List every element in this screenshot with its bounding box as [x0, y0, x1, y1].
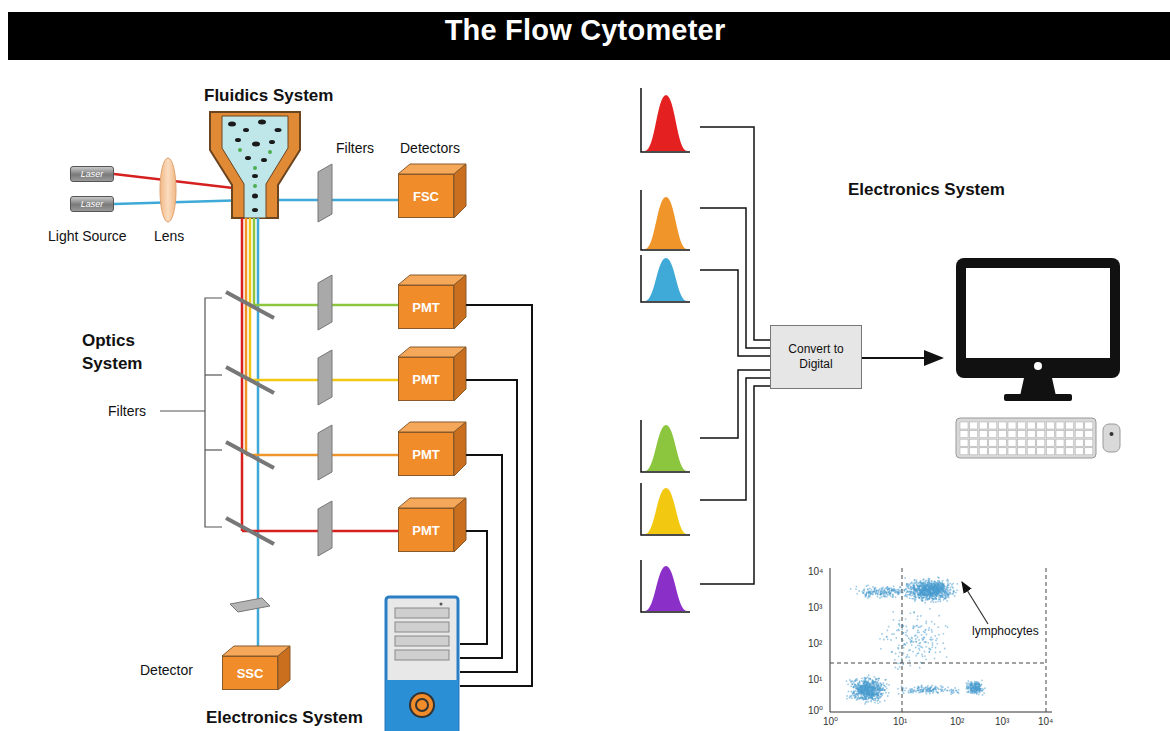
part-label: Lens: [154, 228, 184, 244]
part-label: Filters: [108, 403, 146, 419]
part-label: Optics System: [82, 330, 168, 376]
axis-tick: 10⁰: [823, 716, 838, 727]
flow-cell: [210, 112, 300, 218]
detector-box: SSC: [222, 656, 278, 690]
node-text: PMT: [412, 523, 439, 538]
axis-tick: 10²: [950, 716, 964, 727]
title: The Flow Cytometer: [0, 14, 1170, 47]
filter: [318, 164, 332, 222]
part-label: Detector: [140, 662, 193, 678]
axis-tick: 10³: [995, 716, 1009, 727]
keyboard: [956, 418, 1120, 458]
axis-tick: 10¹: [808, 674, 822, 685]
laser: Laser: [70, 196, 114, 212]
node-text: PMT: [412, 300, 439, 315]
process-box: Convert to Digital: [770, 325, 862, 389]
node-text: PMT: [412, 372, 439, 387]
filter: [318, 275, 332, 556]
cells: [228, 120, 282, 213]
axis-tick: 10⁴: [1038, 716, 1053, 727]
bracket: [160, 298, 222, 527]
sheath-fluid: [222, 116, 288, 218]
detector-cube-faces: [222, 164, 466, 690]
computer-tower: [386, 597, 458, 731]
signal-peaks: [641, 88, 690, 612]
part-label: Filters: [336, 140, 374, 156]
scatter-plot: [830, 568, 1052, 712]
detector-box: FSC: [398, 174, 454, 218]
node-text: SSC: [237, 666, 264, 681]
part-label: lymphocytes: [972, 624, 1039, 638]
lens: [160, 158, 176, 222]
node-text: PMT: [412, 447, 439, 462]
peak-wire: [700, 127, 770, 584]
detector-box: PMT: [398, 285, 454, 329]
mirror: [230, 598, 270, 612]
part-label: Light Source: [48, 228, 127, 244]
monitor: [956, 258, 1120, 401]
part-label: Electronics System: [206, 708, 363, 728]
axis-tick: 10²: [808, 638, 822, 649]
node-text: FSC: [413, 189, 439, 204]
node-text: Convert to Digital: [775, 342, 857, 372]
axis-tick: 10⁴: [808, 566, 823, 577]
part-label: Electronics System: [848, 180, 1005, 200]
detector-box: PMT: [398, 432, 454, 476]
part-label: Detectors: [400, 140, 460, 156]
axis-tick: 10³: [808, 602, 822, 613]
axis-tick: 10¹: [893, 716, 907, 727]
laser-beam: [114, 200, 250, 204]
dichroic-mirror: [226, 292, 274, 544]
detector-box: PMT: [398, 508, 454, 552]
laser: Laser: [70, 166, 114, 182]
axis-tick: 10⁰: [808, 705, 823, 716]
node-text: Laser: [81, 169, 104, 179]
detector-box: PMT: [398, 357, 454, 401]
signal-wire: [460, 305, 532, 686]
part-label: Fluidics System: [204, 86, 333, 106]
data-arrow: [862, 357, 942, 359]
node-text: Laser: [81, 199, 104, 209]
